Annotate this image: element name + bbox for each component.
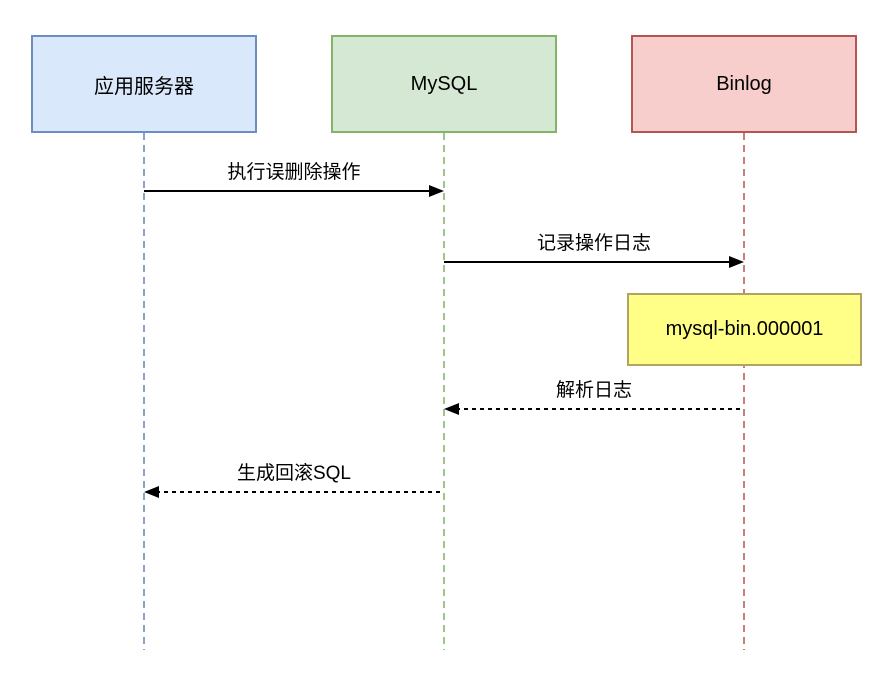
lifeline-app-server (143, 133, 145, 650)
note-label-binlog-file: mysql-bin.000001 (665, 318, 824, 340)
arrowhead-left-icon (444, 403, 459, 415)
message-line-execute-delete (144, 190, 434, 192)
message-line-record-log (444, 261, 734, 263)
actor-box-app-server: 应用服务器 (31, 35, 257, 133)
actor-box-mysql: MySQL (331, 35, 557, 133)
message-label-parse-log: 解析日志 (555, 380, 632, 401)
message-label-execute-delete: 执行误删除操作 (227, 162, 361, 183)
actor-box-binlog: Binlog (631, 35, 857, 133)
arrowhead-right-icon (729, 256, 744, 268)
actor-label-binlog: Binlog (716, 72, 772, 95)
actor-label-mysql: MySQL (410, 72, 478, 95)
message-label-record-log: 记录操作日志 (536, 233, 651, 254)
message-label-generate-rollback-sql: 生成回滚SQL (236, 463, 352, 484)
note-binlog-file: mysql-bin.000001 (627, 293, 862, 366)
lifeline-mysql (443, 133, 445, 650)
arrowhead-left-icon (144, 486, 159, 498)
message-line-parse-log (456, 408, 744, 410)
message-line-generate-rollback-sql (156, 491, 444, 493)
arrowhead-right-icon (429, 185, 444, 197)
actor-label-app-server: 应用服务器 (94, 75, 194, 98)
lifeline-binlog (743, 133, 745, 650)
